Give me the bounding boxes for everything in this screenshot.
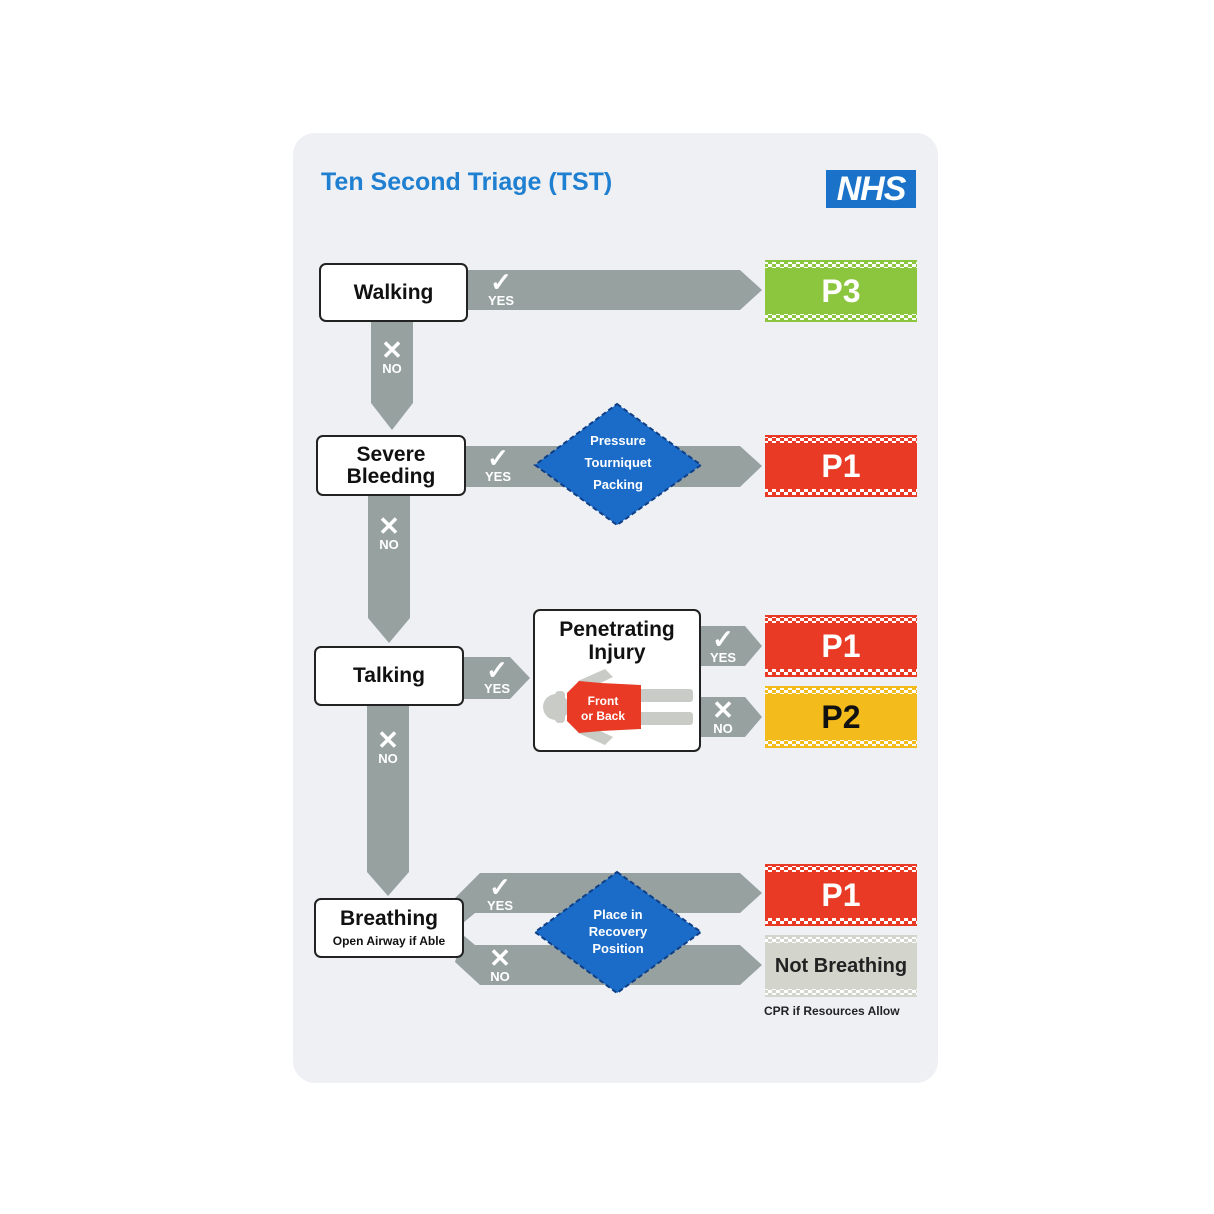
no-label: NO (490, 969, 510, 984)
penetrating-label-2: Injury (588, 641, 646, 664)
cross-icon: ✕ (377, 725, 399, 755)
breathing-box: Breathing Open Airway if Able (314, 898, 464, 958)
penetrating-no-marker: ✕ NO (703, 695, 743, 736)
outcome-p1-breathing-label: P1 (821, 877, 861, 913)
breathing-sub-label: Open Airway if Able (332, 934, 446, 948)
walking-box: Walking (319, 263, 468, 322)
arrow-talking-yes (463, 657, 530, 699)
outcome-p1-bleeding-box (765, 435, 917, 497)
cross-icon: ✕ (378, 511, 400, 541)
severe-bleeding-label-1: Severe (356, 443, 426, 466)
yes-label: YES (483, 681, 510, 696)
outcome-p3-box (765, 260, 917, 322)
action-position: Position (592, 941, 644, 956)
breathing-label: Breathing (339, 907, 438, 930)
yes-label: YES (484, 469, 511, 484)
talking-yes-marker: ✓ YES (477, 655, 517, 696)
talking-label: Talking (353, 664, 425, 687)
outcome-not-breathing-label: Not Breathing (774, 955, 908, 977)
yes-label: YES (487, 293, 514, 308)
walking-yes-marker: ✓ YES (481, 267, 521, 308)
severe-bleeding-label-2: Bleeding (346, 465, 436, 488)
arrow-penetrating-yes (701, 626, 762, 666)
bleeding-action-text: Pressure Tourniquet Packing (560, 430, 676, 496)
check-icon: ✓ (490, 267, 512, 297)
body-figure-icon (543, 669, 693, 745)
no-label: NO (378, 751, 398, 766)
nhs-logo: NHS (826, 170, 916, 208)
action-place-in: Place in (593, 907, 643, 922)
outcome-not-breathing-box (765, 935, 917, 997)
yes-label: YES (486, 898, 513, 913)
outcome-p2-box (765, 686, 917, 748)
talking-no-marker: ✕ NO (368, 725, 408, 766)
outcome-p2-label: P2 (821, 699, 861, 735)
outcome-p1-penetrating-box (765, 615, 917, 677)
arrow-bleeding-no (368, 496, 410, 643)
no-label: NO (713, 721, 733, 736)
cross-icon: ✕ (381, 335, 403, 365)
outcome-p1-breathing-box (765, 864, 917, 926)
action-tourniquet: Tourniquet (584, 455, 652, 470)
action-recovery: Recovery (588, 924, 648, 939)
walking-no-marker: ✕ NO (372, 335, 412, 376)
check-icon: ✓ (712, 624, 734, 654)
check-icon: ✓ (487, 443, 509, 473)
action-packing: Packing (593, 477, 643, 492)
front-or-back-label: Front or Back (570, 694, 636, 724)
front-label: Front (587, 694, 619, 708)
no-label: NO (379, 537, 399, 552)
outcome-p3-label: P3 (821, 273, 861, 309)
breathing-action-text: Place in Recovery Position (560, 906, 676, 957)
cpr-note: CPR if Resources Allow (764, 1004, 900, 1018)
cross-icon: ✕ (489, 943, 511, 973)
outcome-p1-penetrating-label: P1 (821, 628, 861, 664)
outcome-p1-bleeding-label: P1 (821, 448, 861, 484)
bleeding-yes-marker: ✓ YES (478, 443, 518, 484)
bleeding-action-diamond (533, 402, 703, 527)
check-icon: ✓ (486, 655, 508, 685)
no-label: NO (382, 361, 402, 376)
severe-bleeding-box: Severe Bleeding (316, 435, 466, 496)
penetrating-label-1: Penetrating (559, 618, 675, 641)
cross-icon: ✕ (712, 695, 734, 725)
arrow-walking-no (371, 322, 413, 430)
yes-label: YES (709, 650, 736, 665)
walking-label: Walking (353, 281, 434, 304)
penetrating-yes-marker: ✓ YES (703, 624, 743, 665)
check-icon: ✓ (489, 872, 511, 902)
breathing-yes-marker: ✓ YES (480, 872, 520, 913)
penetrating-injury-title: Penetrating Injury (533, 618, 701, 664)
bleeding-no-marker: ✕ NO (369, 511, 409, 552)
page-title: Ten Second Triage (TST) (321, 168, 613, 196)
arrow-walking-yes (468, 270, 762, 310)
breathing-no-marker: ✕ NO (480, 943, 520, 984)
arrow-penetrating-no (701, 697, 762, 737)
breathing-action-diamond (533, 870, 703, 995)
talking-box: Talking (314, 646, 464, 706)
arrow-talking-no (367, 706, 409, 896)
action-pressure: Pressure (590, 433, 646, 448)
or-back-label: or Back (580, 709, 626, 723)
